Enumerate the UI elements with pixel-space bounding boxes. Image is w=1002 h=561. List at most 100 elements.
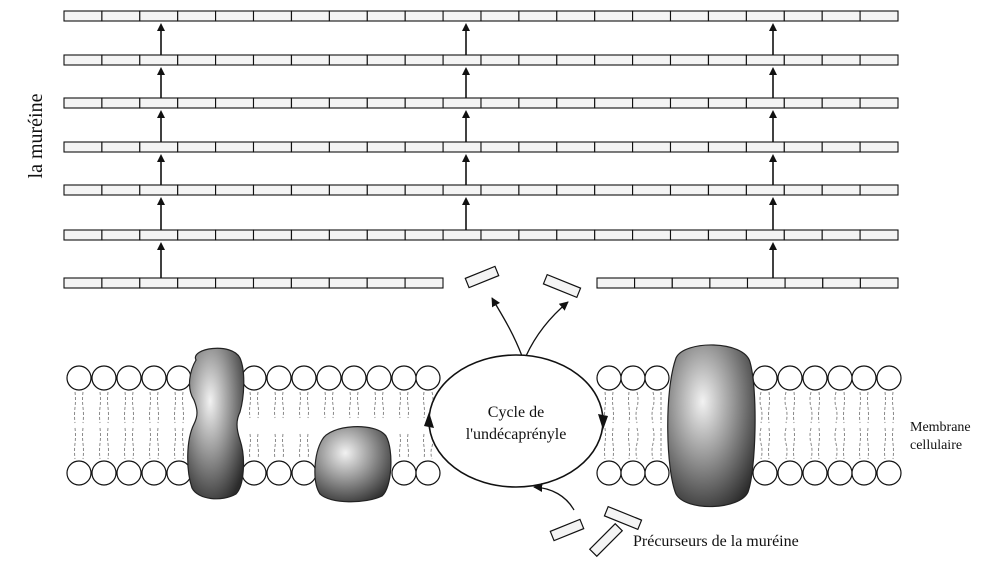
strand-segment — [254, 185, 292, 195]
strand-segment — [557, 11, 595, 21]
strand-segment — [860, 11, 898, 21]
strand-segment — [102, 185, 140, 195]
released-subunit — [543, 275, 580, 298]
lipid-tail — [100, 428, 101, 459]
strand-segment — [746, 230, 784, 240]
lipid-head-inner — [597, 461, 621, 485]
strand-segment — [746, 11, 784, 21]
strand-segment — [216, 142, 254, 152]
strand-segment — [292, 230, 330, 240]
lipid-tail — [760, 428, 762, 459]
strand-segment — [519, 185, 557, 195]
strand-segment — [595, 142, 633, 152]
strand-segment — [140, 278, 178, 288]
lipid-tail — [175, 392, 176, 423]
strand-segment — [784, 11, 822, 21]
lipid-tail — [400, 392, 401, 418]
strand-segment — [443, 55, 481, 65]
strand-segment — [481, 11, 519, 21]
strand-segment — [405, 278, 443, 288]
crosslink-arrowhead — [769, 110, 777, 118]
lipid-head-outer — [317, 366, 341, 390]
strand-segment — [519, 98, 557, 108]
strand-segment — [633, 98, 671, 108]
strand-segment — [860, 185, 898, 195]
lipid-tail — [108, 392, 109, 423]
lipid-tail — [785, 392, 787, 423]
strand-segment — [481, 185, 519, 195]
lipid-head-outer — [242, 366, 266, 390]
lipid-tail — [636, 428, 638, 459]
lipid-tail — [860, 428, 861, 459]
murein-strand — [64, 11, 898, 21]
strand-segment — [443, 185, 481, 195]
peripheral-protein — [315, 427, 391, 502]
lipid-tail — [819, 392, 820, 423]
strand-segment — [329, 230, 367, 240]
strand-segment — [860, 142, 898, 152]
strand-segment — [710, 278, 748, 288]
strand-segment — [367, 11, 405, 21]
lipid-tail — [275, 434, 276, 459]
lipid-tail — [375, 392, 376, 418]
lipid-tail — [158, 428, 159, 459]
strand-segment — [367, 278, 405, 288]
lipid-head-inner — [267, 461, 291, 485]
strand-segment — [784, 185, 822, 195]
strand-segment — [709, 55, 747, 65]
crosslink-arrowhead — [769, 23, 777, 31]
lipid-head-inner — [392, 461, 416, 485]
lipid-head-inner — [621, 461, 645, 485]
strand-segment — [784, 55, 822, 65]
lipid-head-outer — [342, 366, 366, 390]
lipid-tail — [860, 392, 861, 423]
strand-segment — [178, 11, 216, 21]
strand-segment — [633, 230, 671, 240]
lipid-tail — [308, 392, 309, 418]
lipid-tail — [844, 428, 845, 459]
strand-segment — [633, 185, 671, 195]
transmembrane-protein-right — [668, 345, 755, 507]
lipid-head-inner — [803, 461, 827, 485]
strand-segment — [860, 278, 898, 288]
export-arrows — [492, 298, 568, 356]
lipid-head-inner — [416, 461, 440, 485]
strand-segment — [633, 11, 671, 21]
precursor-subunit — [550, 519, 583, 540]
strand-segment — [481, 55, 519, 65]
lipid-tail — [333, 392, 334, 418]
lipid-head-outer — [828, 366, 852, 390]
murein-strand — [64, 55, 898, 65]
strand-segment — [178, 230, 216, 240]
strand-segment — [671, 98, 709, 108]
crosslink-arrowhead — [769, 242, 777, 250]
lipid-tail — [885, 392, 886, 423]
lipid-tail — [250, 392, 251, 418]
strand-segment — [254, 11, 292, 21]
strand-segment — [178, 185, 216, 195]
strand-segment — [140, 98, 178, 108]
strand-segment — [823, 278, 861, 288]
strand-segment — [367, 230, 405, 240]
strand-segment — [671, 55, 709, 65]
lipid-tail — [108, 428, 109, 459]
lipid-tail — [408, 434, 409, 459]
lipid-tail — [125, 428, 126, 459]
murein-label: la muréine — [25, 93, 47, 178]
lipid-tail — [400, 434, 401, 459]
strand-segment — [519, 55, 557, 65]
strand-segment — [140, 55, 178, 65]
strand-segment — [64, 98, 102, 108]
lipid-head-outer — [753, 366, 777, 390]
strand-segment — [254, 55, 292, 65]
strand-segment — [178, 142, 216, 152]
cycle-ellipse — [429, 355, 603, 487]
strand-segment — [671, 230, 709, 240]
lipid-head-outer — [803, 366, 827, 390]
strand-segment — [329, 278, 367, 288]
crosslink-arrowhead — [157, 110, 165, 118]
strand-segment — [822, 185, 860, 195]
strand-segment — [291, 278, 329, 288]
lipid-tail — [133, 428, 134, 459]
